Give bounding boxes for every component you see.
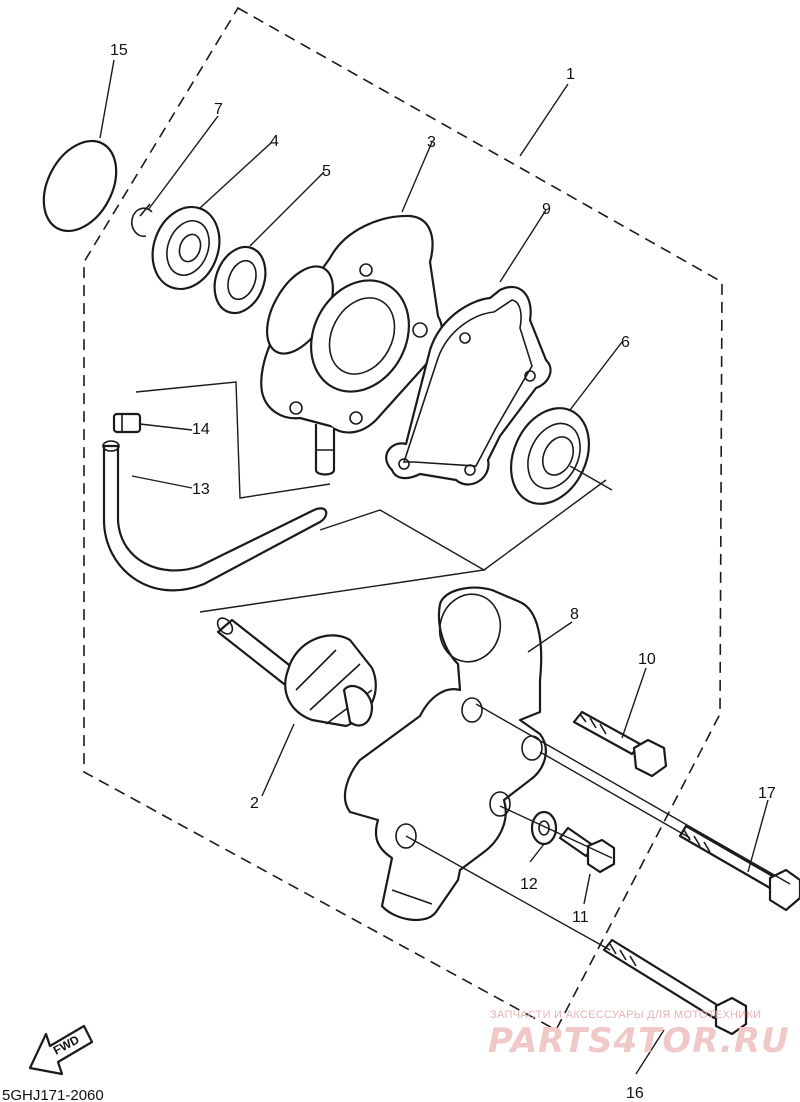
callout-2: 2	[250, 795, 259, 812]
callout-12: 12	[520, 876, 538, 893]
part-16-long-bolt[interactable]	[602, 938, 748, 1036]
diagram-code: 5GHJ171-2060	[2, 1087, 104, 1102]
callout-1: 1	[566, 66, 575, 83]
part-2-impeller[interactable]	[215, 615, 377, 728]
part-14-clamp[interactable]	[112, 412, 142, 434]
callout-14: 14	[192, 421, 210, 438]
callout-11: 11	[572, 909, 589, 926]
part-3-housing[interactable]	[253, 214, 444, 476]
watermark-caption: ЗАПЧАСТИ И АКСЕССУАРЫ ДЛЯ МОТОТЕХНИКИ	[490, 1009, 761, 1021]
leader-lines	[99, 59, 791, 1075]
shaft-bracket-lines	[199, 479, 607, 613]
part-8-pump-housing[interactable]	[343, 586, 547, 921]
part-12-washer[interactable]	[530, 810, 558, 846]
callout-10: 10	[638, 651, 656, 668]
part-5-oil-seal[interactable]	[206, 240, 274, 320]
fwd-arrow-icon: FWD	[28, 1024, 94, 1076]
callout-15: 15	[110, 42, 128, 59]
part-10-bolt[interactable]	[572, 710, 668, 778]
callout-9: 9	[542, 201, 551, 218]
part-4-bearing[interactable]	[142, 198, 231, 299]
callout-7: 7	[214, 101, 223, 118]
callout-13: 13	[192, 481, 210, 498]
callout-17: 17	[758, 785, 776, 802]
watermark-brand: PARTS4TOR.RU	[488, 1021, 790, 1061]
part-13-hose[interactable]	[102, 440, 328, 592]
callout-16: 16	[626, 1085, 644, 1102]
part-7-circlip[interactable]	[131, 203, 153, 238]
part-15-o-ring[interactable]	[29, 129, 131, 244]
callout-3: 3	[427, 134, 436, 151]
part-9-gasket[interactable]	[385, 285, 552, 486]
callout-6: 6	[621, 334, 630, 351]
callout-4: 4	[270, 133, 279, 150]
hose-bracket-lines	[135, 381, 331, 499]
part-11-bolt[interactable]	[558, 826, 616, 874]
callout-5: 5	[322, 163, 331, 180]
part-6-mechanical-seal[interactable]	[496, 395, 604, 516]
part-17-long-bolt[interactable]	[678, 824, 800, 912]
callout-8: 8	[570, 606, 579, 623]
